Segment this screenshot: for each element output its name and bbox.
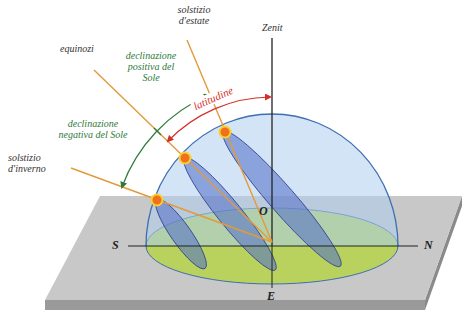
declination-label: declinazione negativa del Sole <box>58 118 128 140</box>
sun-rays <box>71 40 272 242</box>
axes <box>128 38 418 288</box>
latitude-arc <box>168 97 270 141</box>
sun-position-label: equinozi <box>60 43 94 54</box>
sun-paths <box>149 123 350 277</box>
cardinal-label: E <box>267 290 275 303</box>
cardinal-label: N <box>424 239 433 252</box>
sun-positions <box>152 127 231 206</box>
declination-label: declinazione positiva del Sole <box>118 50 184 83</box>
declination-tick <box>154 128 161 135</box>
zenith-label: Zenit <box>262 22 283 33</box>
sun-position-label: solstizio d'inverno <box>8 152 68 174</box>
point-label: O <box>259 205 268 218</box>
latitude-label: latitudine <box>190 83 237 113</box>
sun-position-label: solstizio d'estate <box>163 4 225 26</box>
cardinal-label: S <box>112 239 119 252</box>
